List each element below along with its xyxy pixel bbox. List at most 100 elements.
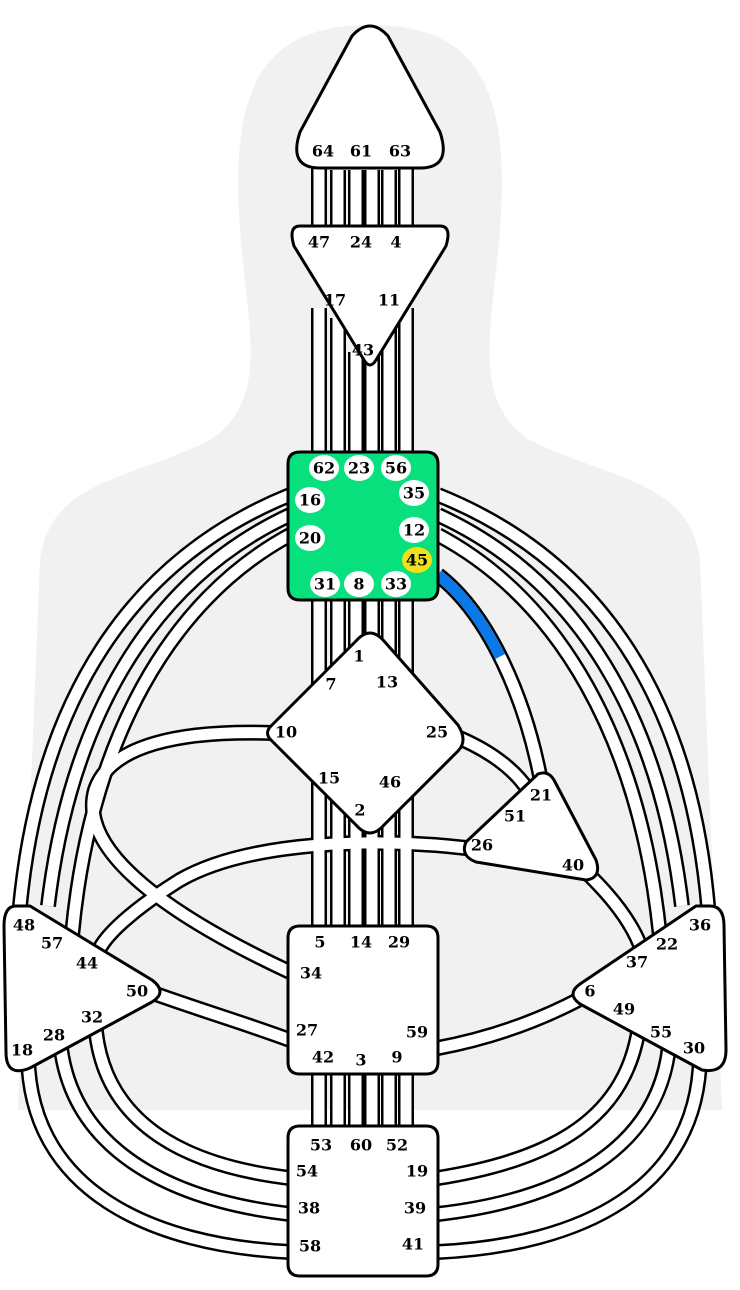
gate-label-29: 29 (388, 933, 410, 952)
gate-label-57: 57 (41, 934, 63, 953)
gate-label-4: 4 (390, 233, 401, 252)
gate-label-28: 28 (43, 1026, 65, 1045)
gate-label-61: 61 (350, 142, 372, 161)
channel-fill (14, 489, 293, 907)
gate-label-44: 44 (76, 954, 98, 973)
gate-label-3: 3 (355, 1051, 366, 1070)
gate-label-62: 62 (313, 459, 335, 478)
channel-fill (66, 530, 293, 937)
gate-label-33: 33 (385, 575, 407, 594)
gate-label-22: 22 (656, 935, 678, 954)
gate-label-41: 41 (402, 1235, 424, 1254)
gate-bubble (399, 480, 429, 506)
center-root (286, 1124, 440, 1278)
gate-label-25: 25 (426, 723, 448, 742)
channel-fill (437, 1033, 676, 1220)
gate-label-56: 56 (385, 459, 407, 478)
gate-label-46: 46 (379, 773, 401, 792)
gate-label-13: 13 (376, 673, 398, 692)
gate-label-58: 58 (299, 1237, 321, 1256)
gate-label-50: 50 (126, 982, 148, 1001)
channel-fill (435, 510, 688, 907)
gate-label-42: 42 (312, 1048, 334, 1067)
gate-label-36: 36 (689, 916, 711, 935)
gate-label-8: 8 (353, 575, 364, 594)
gate-label-59: 59 (406, 1023, 428, 1042)
gate-label-18: 18 (11, 1041, 33, 1060)
channel-fill (42, 510, 293, 907)
gate-label-7: 7 (325, 675, 336, 694)
channel-fill (437, 1017, 646, 1184)
gate-label-20: 20 (299, 529, 321, 548)
gate-bubble (295, 525, 325, 551)
gate-label-21: 21 (530, 786, 552, 805)
gate-label-54: 54 (296, 1162, 318, 1181)
center-g (266, 631, 465, 835)
gate-label-19: 19 (406, 1162, 428, 1181)
gate-bubble (310, 571, 340, 597)
gate-label-17: 17 (324, 291, 346, 310)
gate-bubble (295, 487, 325, 513)
gate-label-52: 52 (386, 1136, 408, 1155)
gate-label-12: 12 (403, 521, 425, 540)
center-spleen (2, 904, 162, 1073)
gate-label-10: 10 (275, 723, 297, 742)
channel-fill (435, 530, 666, 937)
gate-label-35: 35 (403, 484, 425, 503)
gate-label-43: 43 (352, 341, 374, 360)
gate-label-24: 24 (350, 233, 372, 252)
gate-label-39: 39 (404, 1199, 426, 1218)
gate-label-53: 53 (310, 1136, 332, 1155)
gate-active-bubble (402, 547, 432, 573)
gate-label-16: 16 (299, 491, 321, 510)
center-ajna (290, 224, 450, 367)
gate-bubble (381, 571, 411, 597)
gate-bubbles (295, 455, 432, 597)
gate-label-2: 2 (354, 801, 365, 820)
gate-label-47: 47 (308, 233, 330, 252)
channel-fill (87, 727, 293, 977)
gate-bubble (309, 455, 339, 481)
gate-label-6: 6 (584, 982, 595, 1001)
gate-bubble (381, 455, 411, 481)
gate-label-38: 38 (298, 1199, 320, 1218)
gate-label-9: 9 (391, 1048, 402, 1067)
gate-label-63: 63 (389, 142, 411, 161)
center-sacral (286, 924, 440, 1076)
gate-label-37: 37 (626, 953, 648, 972)
gate-label-26: 26 (471, 836, 493, 855)
channel-fill (54, 1039, 291, 1220)
gate-label-14: 14 (350, 933, 372, 952)
gate-label-48: 48 (13, 916, 35, 935)
gate-label-40: 40 (562, 856, 584, 875)
gate-label-34: 34 (300, 964, 322, 983)
gate-bubble (344, 571, 374, 597)
gate-label-51: 51 (504, 807, 526, 826)
gate-label-1: 1 (353, 647, 364, 666)
channel-fill (435, 489, 714, 907)
gate-label-64: 64 (312, 142, 334, 161)
gate-label-31: 31 (314, 575, 336, 594)
gate-label-45: 45 (406, 551, 428, 570)
channel-fill (148, 986, 292, 1046)
gate-label-15: 15 (318, 769, 340, 788)
center-solar-plexus (571, 904, 728, 1073)
channel-fill (437, 1055, 706, 1258)
gate-label-11: 11 (378, 291, 400, 310)
gate-label-55: 55 (650, 1023, 672, 1042)
channel-fill (89, 1019, 291, 1184)
gate-label-23: 23 (348, 459, 370, 478)
channel-fill (436, 995, 581, 1054)
gate-label-5: 5 (314, 933, 325, 952)
gate-label-27: 27 (296, 1021, 318, 1040)
channel-fill (22, 1055, 291, 1258)
channel-activation-21-45 (434, 570, 546, 778)
gate-bubble (344, 455, 374, 481)
center-heart (462, 771, 600, 882)
channel-fill (95, 837, 467, 951)
channels-active (434, 570, 546, 778)
gate-label-60: 60 (350, 1136, 372, 1155)
gate-label-30: 30 (683, 1039, 705, 1058)
